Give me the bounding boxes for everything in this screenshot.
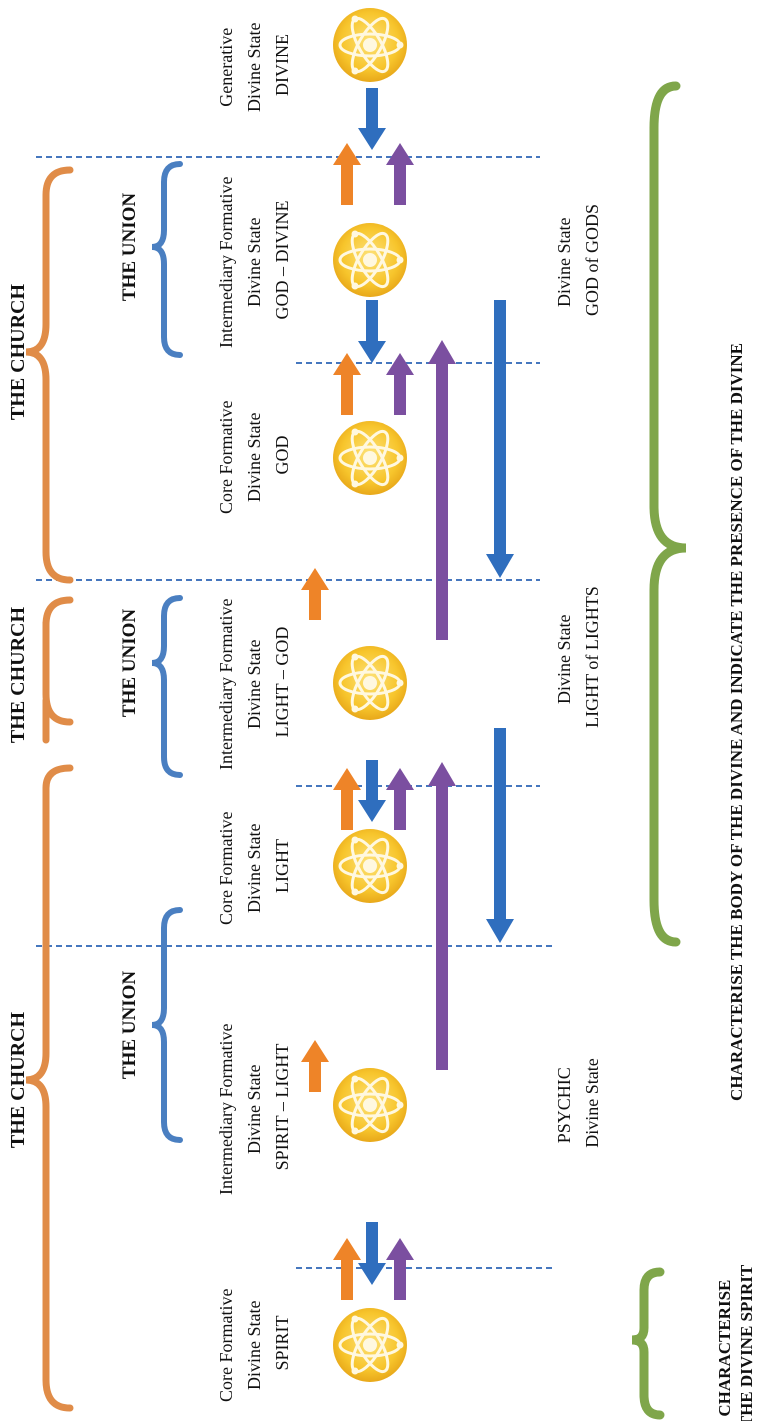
section-dividers — [36, 156, 556, 1269]
divine-state-labels: PSYCHIC Divine State Divine State LIGHT … — [554, 204, 602, 1148]
church-brace — [42, 596, 74, 744]
atom-icon — [331, 1306, 409, 1384]
orange-up-arrow — [301, 568, 329, 620]
union-brace — [151, 595, 183, 778]
church-brace — [25, 166, 74, 584]
long-purple-up-arrow — [428, 340, 456, 640]
atom-icon — [331, 1066, 409, 1144]
divine-spirit-brace — [631, 1267, 665, 1420]
blue-down-arrow — [358, 300, 386, 363]
characterise-spirit-label: CHARACTERISE THE DIVINE SPIRIT — [715, 1264, 756, 1421]
characterise-divine-label: CHARACTERISE THE BODY OF THE DIVINE AND … — [727, 343, 746, 1101]
state-label-light-god: Intermediary Formative Divine State LIGH… — [216, 594, 292, 770]
union-brace — [151, 161, 183, 358]
purple-up-arrow — [386, 353, 414, 415]
church-braces — [25, 166, 74, 1412]
divine-state-psychic: PSYCHIC Divine State — [554, 1058, 602, 1147]
atom-icon — [331, 221, 409, 299]
long-blue-down-arrow — [486, 728, 514, 943]
orange-up-arrow — [333, 353, 361, 415]
atom-icon — [331, 6, 409, 84]
blue-down-arrow — [358, 1222, 386, 1285]
union-braces — [151, 161, 183, 1143]
divine-body-brace — [649, 81, 687, 947]
state-label-spirit: Core Formative Divine State SPIRIT — [216, 1284, 292, 1402]
church-label: THE CHURCH — [7, 1011, 29, 1148]
purple-up-arrow — [386, 768, 414, 830]
orange-up-arrow — [333, 768, 361, 830]
long-blue-down-arrow — [486, 300, 514, 578]
state-label-light: Core Formative Divine State LIGHT — [216, 807, 292, 925]
blue-down-arrow — [358, 88, 386, 150]
union-brace — [151, 907, 183, 1143]
church-brace — [25, 764, 74, 1412]
atoms — [331, 6, 409, 1384]
divine-state-light-of-lights: Divine State LIGHT of LIGHTS — [554, 586, 602, 728]
state-label-spirit-light: Intermediary Formative Divine State SPIR… — [216, 1019, 292, 1195]
union-label: THE UNION — [119, 193, 140, 301]
state-label-divine: Generative Divine State DIVINE — [216, 18, 292, 112]
union-label: THE UNION — [119, 971, 140, 1079]
atom-icon — [331, 419, 409, 497]
state-label-god-divine: Intermediary Formative Divine State GOD … — [216, 172, 292, 348]
atom-icon — [331, 644, 409, 722]
purple-up-arrow — [386, 1238, 414, 1300]
orange-up-arrow — [333, 143, 361, 205]
state-label-god: Core Formative Divine State GOD — [216, 396, 292, 514]
divine-state-god-of-gods: Divine State GOD of GODS — [554, 204, 602, 316]
church-label: THE CHURCH — [7, 606, 29, 743]
blue-down-arrow — [358, 760, 386, 822]
atom-icon — [331, 827, 409, 905]
state-labels: Core Formative Divine State SPIRIT Inter… — [216, 18, 292, 1402]
orange-up-arrow — [301, 1040, 329, 1092]
purple-up-arrow — [386, 143, 414, 205]
orange-up-arrow — [333, 1238, 361, 1300]
union-label: THE UNION — [119, 609, 140, 717]
green-braces — [631, 81, 687, 1420]
arrows — [301, 88, 514, 1300]
church-label: THE CHURCH — [7, 283, 29, 420]
long-purple-up-arrow — [428, 762, 456, 1070]
